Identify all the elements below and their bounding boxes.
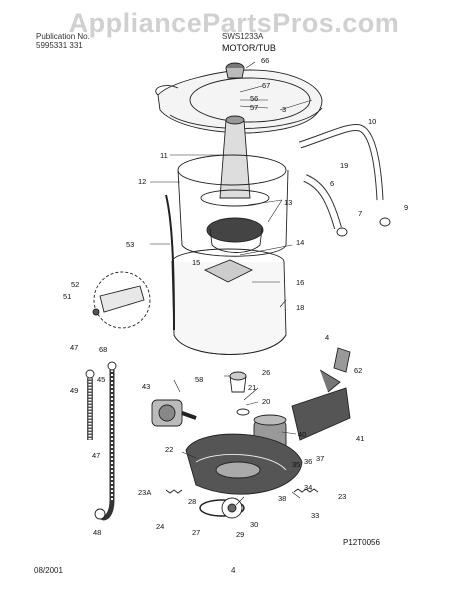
callout-14: 14 — [296, 238, 304, 247]
callout-21: 21 — [248, 383, 256, 392]
callout-labels: 66 67 56 57 3 10 11 19 6 12 13 7 9 53 14… — [63, 56, 408, 539]
footer-date: 08/2001 — [34, 566, 63, 575]
bracket-inset-drawing — [92, 271, 151, 329]
watermark: AppliancePartsPros.com — [68, 8, 400, 38]
callout-27: 27 — [192, 528, 200, 537]
callout-48: 48 — [93, 528, 101, 537]
section-title: MOTOR/TUB — [222, 43, 276, 53]
callout-35: 35 — [292, 460, 300, 469]
motor-switch-drawing — [333, 347, 351, 373]
pulley-drawing — [229, 371, 250, 416]
callout-23a: 23A — [138, 488, 151, 497]
callout-47-upper: 47 — [70, 343, 78, 352]
publication-number: 5995331 331 — [36, 41, 83, 50]
callout-10: 10 — [368, 117, 376, 126]
callout-58: 58 — [195, 375, 203, 384]
callout-13: 13 — [284, 198, 292, 207]
callout-41: 41 — [356, 434, 364, 443]
agitator-cap-drawing — [225, 62, 245, 79]
publication-info: Publication No. 5995331 331 — [36, 32, 90, 50]
callout-12: 12 — [138, 177, 146, 186]
callout-23: 23 — [338, 492, 346, 501]
callout-11: 11 — [160, 151, 168, 160]
motor-shield-drawing — [291, 387, 351, 441]
callout-19: 19 — [340, 161, 348, 170]
callout-6: 6 — [330, 179, 334, 188]
callout-67: 67 — [262, 81, 270, 90]
callout-28: 28 — [188, 497, 196, 506]
inlet-hose-drawing — [85, 361, 117, 521]
callout-51: 51 — [63, 292, 71, 301]
callout-7: 7 — [358, 209, 362, 218]
drive-belt-drawing — [199, 499, 245, 517]
callout-66: 66 — [261, 56, 269, 65]
callout-37: 37 — [316, 454, 324, 463]
callout-45: 45 — [97, 375, 105, 384]
callout-33: 33 — [311, 511, 319, 520]
callout-15: 15 — [192, 258, 200, 267]
callout-4: 4 — [325, 333, 329, 342]
spring-drawing — [293, 488, 319, 493]
pump-drawing — [151, 399, 197, 427]
page-number: 4 — [231, 566, 236, 575]
tub-support-drawing — [171, 248, 287, 355]
callout-16: 16 — [296, 278, 304, 287]
callout-3: 3 — [282, 105, 286, 114]
callout-43: 43 — [142, 382, 150, 391]
mounting-plate-drawing — [185, 433, 303, 495]
callout-36: 36 — [304, 457, 312, 466]
outer-tub-drawing — [177, 154, 289, 257]
callout-18: 18 — [296, 303, 304, 312]
callout-24: 24 — [156, 522, 164, 531]
tub-cover-drawing — [155, 69, 323, 134]
callout-26: 26 — [262, 368, 270, 377]
callout-56: 56 — [250, 94, 258, 103]
callout-52: 52 — [71, 280, 79, 289]
model-number: SWS1233A — [222, 32, 264, 41]
callout-57: 57 — [250, 103, 258, 112]
callout-20: 20 — [262, 397, 270, 406]
publication-label: Publication No. — [36, 32, 90, 41]
callout-47-lower: 47 — [92, 451, 100, 460]
basket-drive-drawing — [206, 217, 264, 253]
callout-49: 49 — [70, 386, 78, 395]
callout-22: 22 — [165, 445, 173, 454]
callout-53: 53 — [126, 240, 134, 249]
callout-62: 62 — [354, 366, 362, 375]
agitator-drawing — [200, 115, 270, 207]
suspension-rod-drawing — [165, 194, 175, 331]
callout-38: 38 — [278, 494, 286, 503]
callout-9: 9 — [404, 203, 408, 212]
callout-40: 40 — [298, 430, 306, 439]
callout-68: 68 — [99, 345, 107, 354]
figure-id: P12T0056 — [343, 538, 380, 547]
callout-34: 34 — [304, 483, 312, 492]
callout-29: 29 — [236, 530, 244, 539]
callout-30: 30 — [250, 520, 258, 529]
